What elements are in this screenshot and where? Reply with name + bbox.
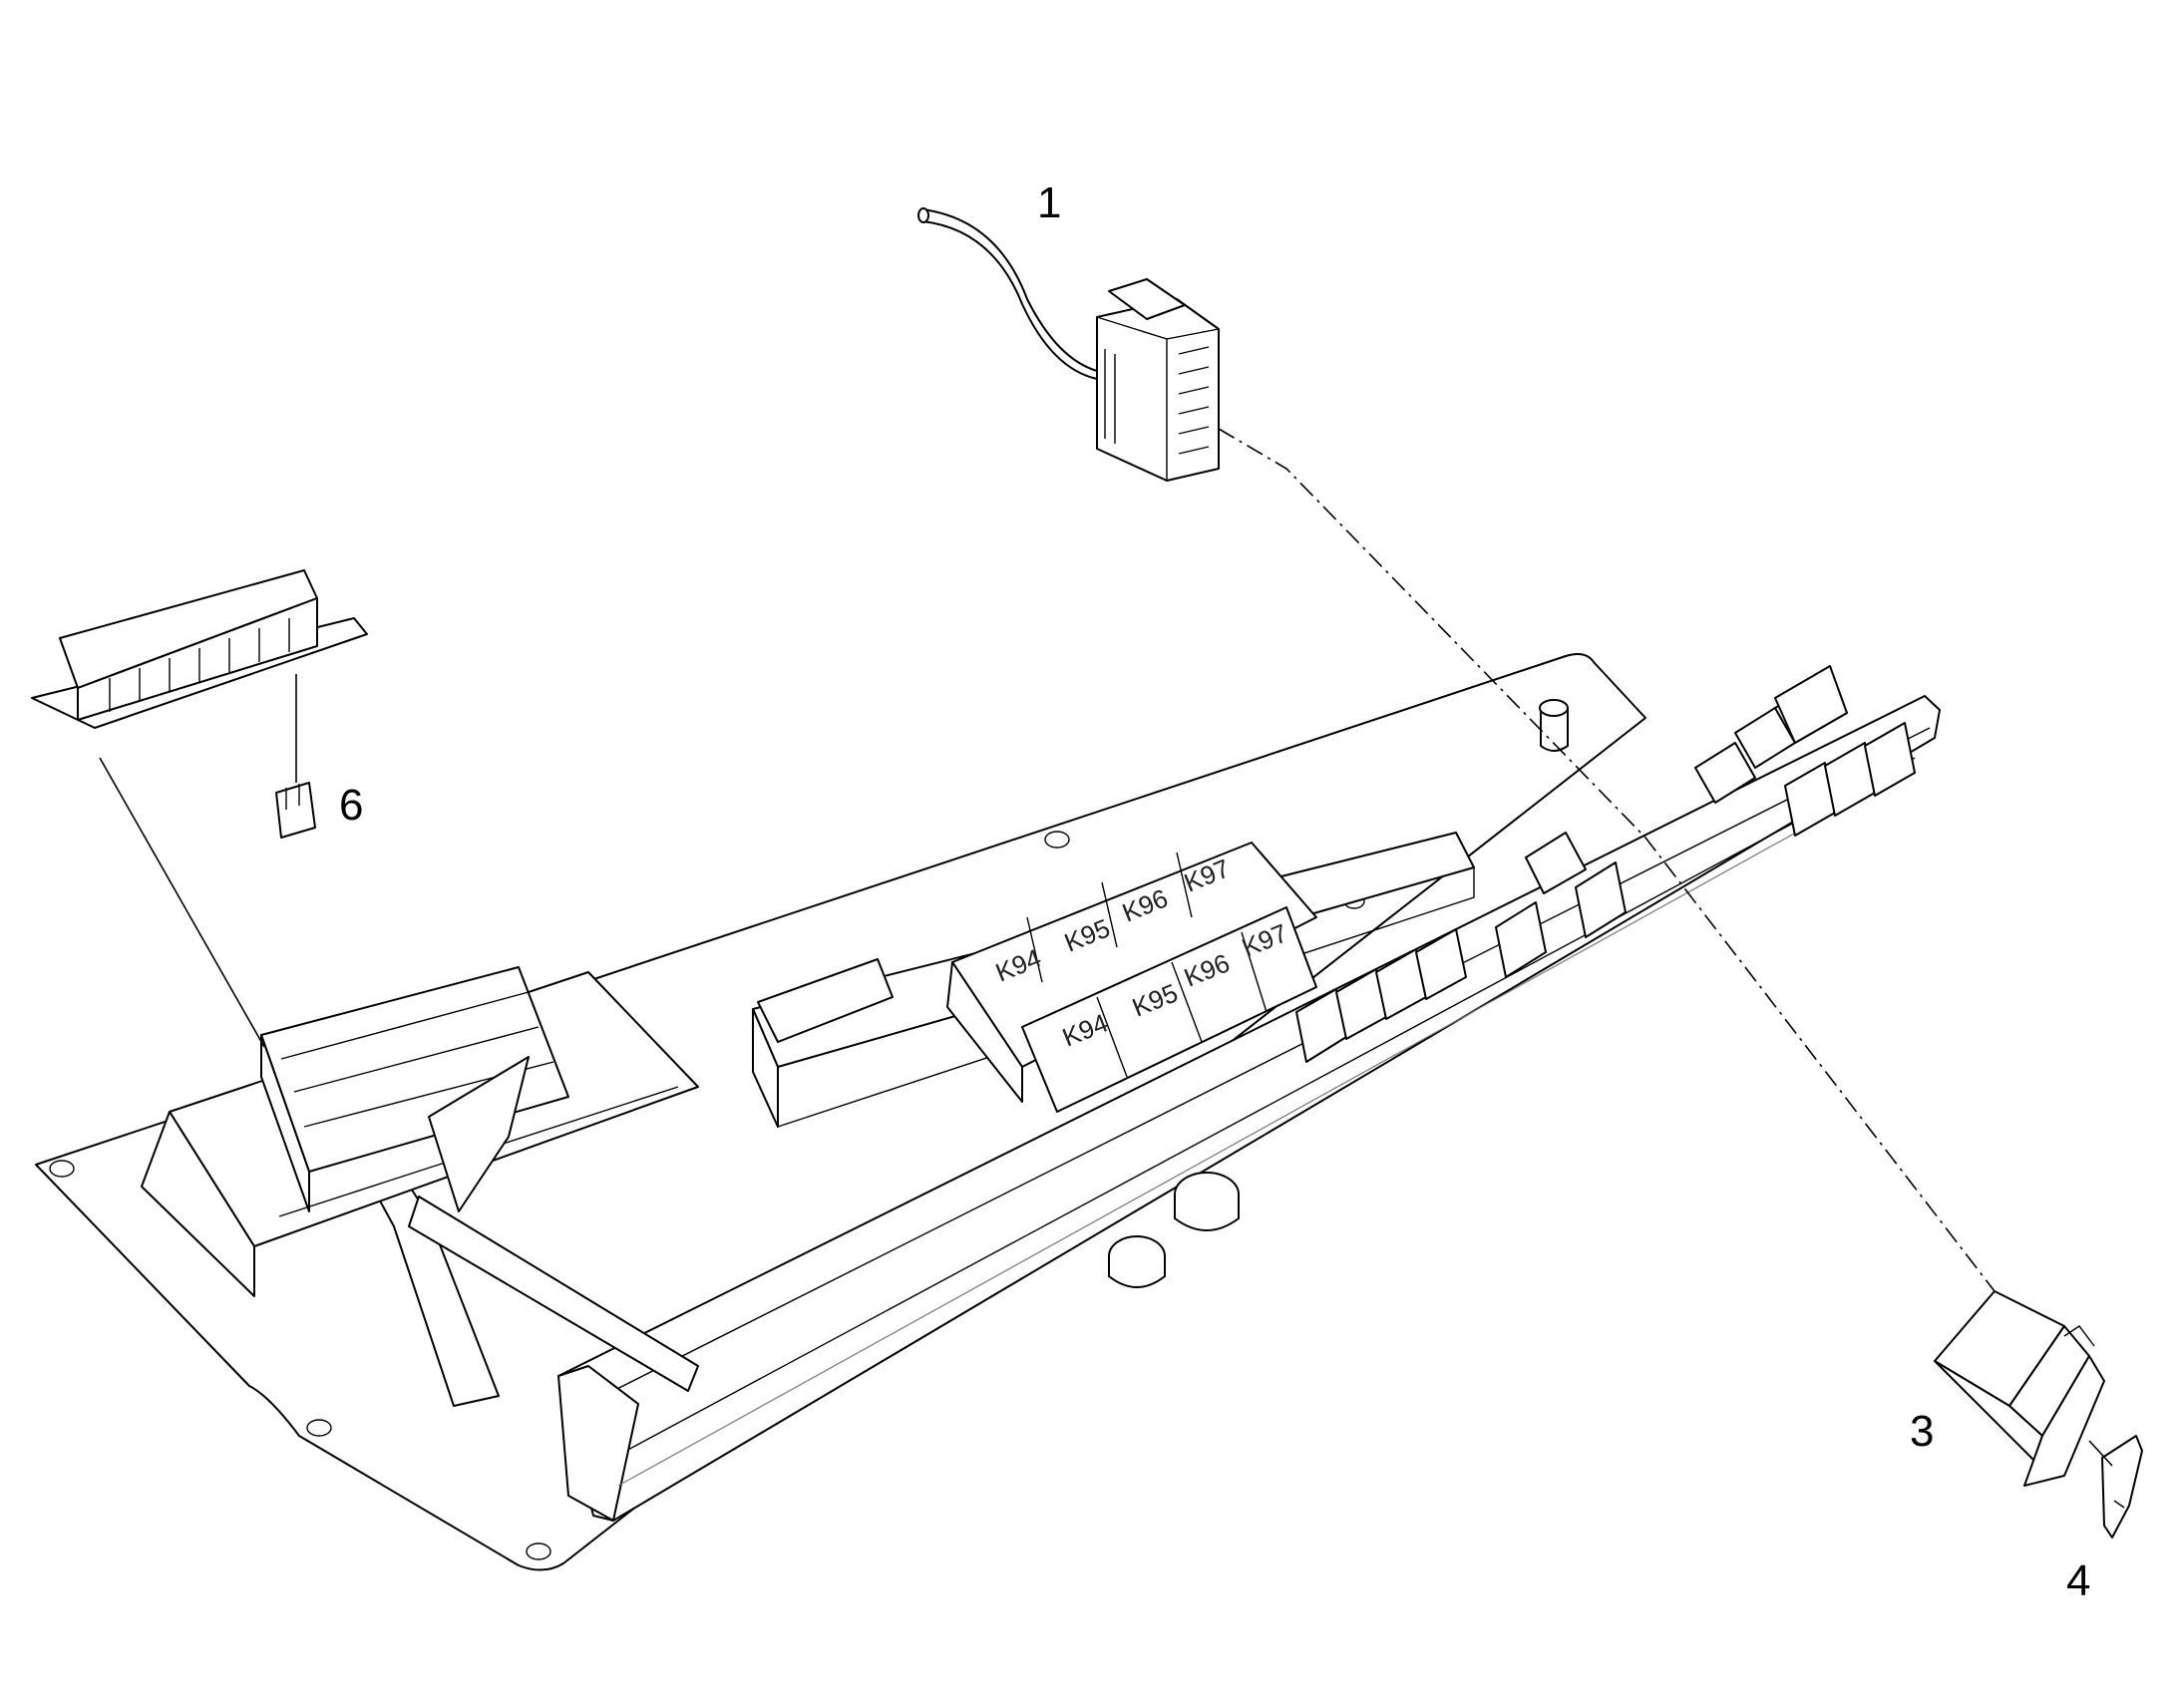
panel-terminal-block <box>260 966 569 1212</box>
callout-4: 4 <box>2066 1556 2090 1605</box>
loose-terminal-strip <box>31 569 368 729</box>
rotary-knobs <box>1108 1172 1240 1288</box>
callout-3: 3 <box>1910 1407 1934 1456</box>
connector-pins <box>1104 346 1210 455</box>
upper-relay-blocks <box>1525 665 1848 894</box>
rocker-switches <box>1295 722 1916 1063</box>
leader-line-strip-to-panel <box>99 757 265 1048</box>
angled-bracket <box>428 1056 530 1212</box>
callouts: 1 3 4 6 <box>339 178 2090 1605</box>
rear-relay-block <box>757 958 894 1043</box>
cable <box>921 208 1098 380</box>
part-6-fuse <box>275 782 316 839</box>
main-panel-assembly: K94 K95 K96 K97 K94 K95 K96 K97 <box>35 653 1941 1571</box>
connector-latch <box>1108 278 1186 320</box>
relay-bank <box>946 842 1317 1113</box>
leader-line-part1-to-rail <box>1218 428 1996 1292</box>
standoff-post <box>1539 699 1569 752</box>
part-3-switch-housing <box>1934 1290 2105 1487</box>
callout-1: 1 <box>1037 178 1061 227</box>
leader-lines <box>99 428 2113 1467</box>
part-4-rocker-cap <box>2101 1435 2143 1538</box>
callout-6: 6 <box>339 781 363 830</box>
leader-line-cap-to-housing <box>2088 1440 2113 1467</box>
part-1-cable-connector <box>917 207 1220 482</box>
